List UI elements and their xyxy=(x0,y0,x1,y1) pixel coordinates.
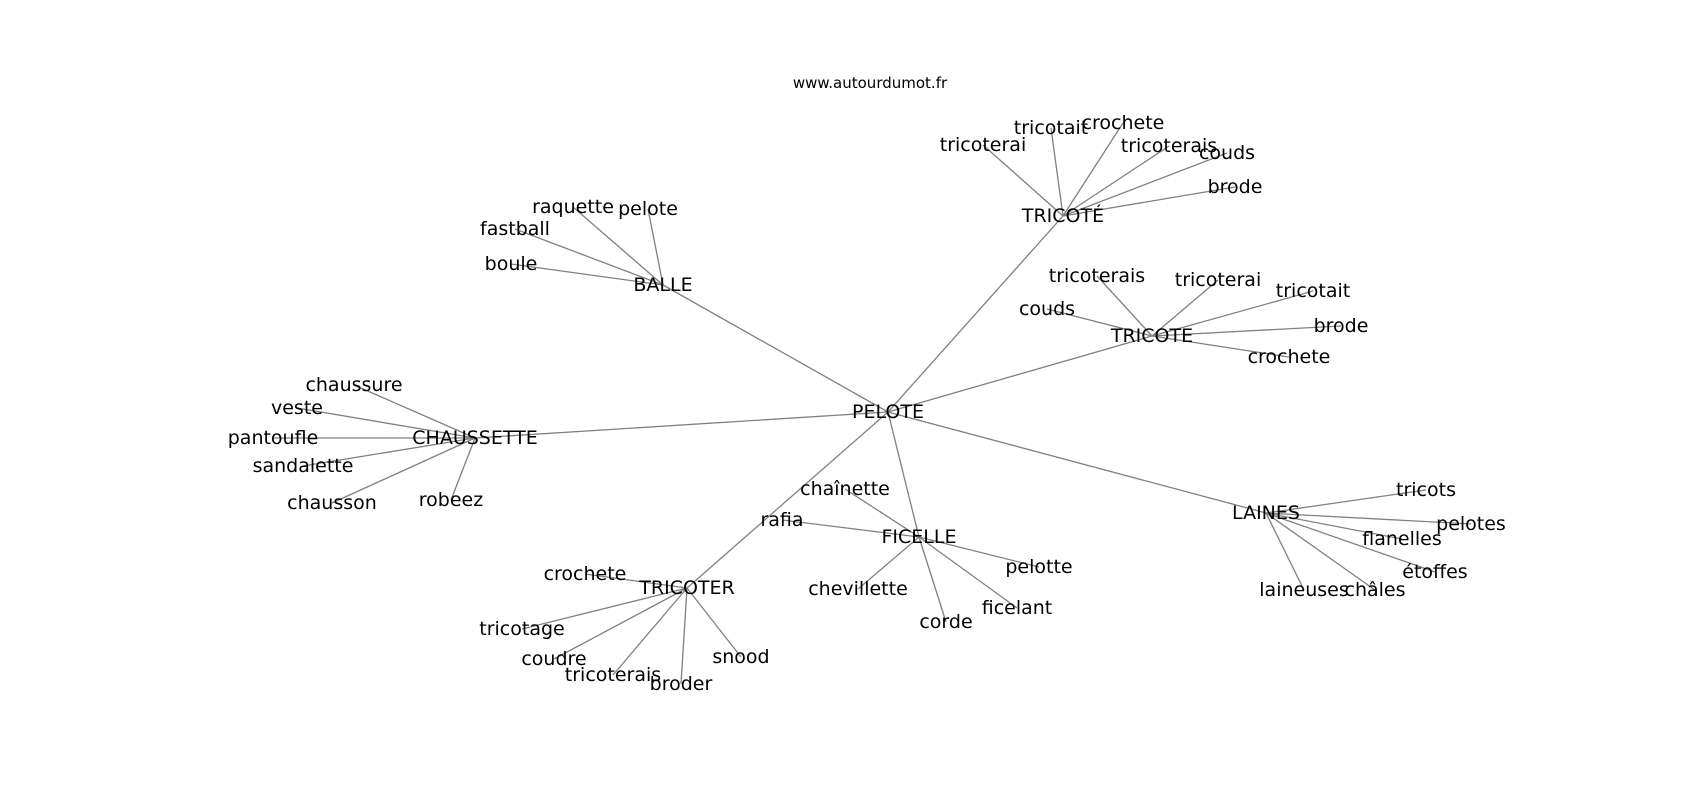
node-word-tricoter-snood[interactable]: snood xyxy=(712,646,769,668)
edge-tricoter-to-crochete xyxy=(584,573,688,589)
edge-center-to-balle xyxy=(662,284,889,413)
node-word-tricote-accent-tricotait[interactable]: tricotait xyxy=(1014,117,1088,139)
node-hub-tricoter[interactable]: TRICOTER xyxy=(638,577,734,599)
node-word-laines-laineuses[interactable]: laineuses xyxy=(1259,579,1348,601)
node-word-balle-fastball[interactable]: fastball xyxy=(480,218,550,240)
edge-laines-to-laineuses xyxy=(1265,512,1305,591)
edge-tricote-to-couds xyxy=(1046,308,1153,337)
edge-laines-to-flanelles xyxy=(1265,512,1403,540)
edge-tricoter-to-tricotage xyxy=(521,587,688,630)
graph-edges xyxy=(273,122,1472,685)
edge-balle-to-pelote xyxy=(647,208,664,286)
node-word-ficelle-chevillette[interactable]: chevillette xyxy=(808,578,908,600)
node-word-tricote-tricoterai[interactable]: tricoterai xyxy=(1175,269,1261,291)
node-center-pelote[interactable]: PELOTE xyxy=(852,401,924,423)
node-word-tricote-couds[interactable]: couds xyxy=(1019,298,1075,320)
node-hub-chaussette[interactable]: CHAUSSETTE xyxy=(412,427,537,449)
edge-tricoter-to-tricoterais xyxy=(612,587,688,676)
node-word-chaussette-chaussure[interactable]: chaussure xyxy=(305,374,402,396)
edge-tricote-accent-to-tricoterai xyxy=(982,144,1064,217)
node-word-chaussette-veste[interactable]: veste xyxy=(271,397,323,419)
edge-tricoter-to-snood xyxy=(686,587,742,658)
node-word-ficelle-ficelant[interactable]: ficelant xyxy=(982,597,1053,619)
edge-ficelle-to-rafia xyxy=(781,519,920,538)
edge-laines-to-tricots xyxy=(1265,489,1427,514)
edge-tricote-to-tricotait xyxy=(1151,290,1314,337)
edge-chaussette-to-robeez xyxy=(450,437,476,501)
edge-chaussette-to-veste xyxy=(296,407,476,439)
edge-center-to-tricote-accent xyxy=(887,215,1064,413)
edge-tricote-accent-to-tricoterais xyxy=(1062,145,1170,217)
node-hub-tricote[interactable]: TRICOTE xyxy=(1110,325,1193,347)
edge-balle-to-raquette xyxy=(572,206,664,286)
edge-tricote-to-tricoterai xyxy=(1151,279,1219,337)
edge-ficelle-to-corde xyxy=(918,536,947,623)
edge-tricote-to-brode xyxy=(1151,325,1342,337)
node-word-ficelle-pelotte[interactable]: pelotte xyxy=(1005,556,1072,578)
node-word-laines-pelotes[interactable]: pelotes xyxy=(1436,513,1506,535)
node-hub-tricote-accent[interactable]: TRICOTÉ xyxy=(1021,204,1104,227)
node-word-chaussette-chausson[interactable]: chausson xyxy=(287,492,377,514)
node-word-balle-boule[interactable]: boule xyxy=(485,253,538,275)
node-word-tricoter-coudre[interactable]: coudre xyxy=(521,648,586,670)
node-word-tricoter-tricoterais[interactable]: tricoterais xyxy=(565,664,661,686)
site-title: www.autourdumot.fr xyxy=(793,74,948,92)
edge-center-to-tricote xyxy=(887,335,1153,413)
node-word-laines-chales[interactable]: châles xyxy=(1345,579,1406,601)
node-word-tricoter-broder[interactable]: broder xyxy=(650,673,713,695)
edge-tricote-accent-to-couds xyxy=(1062,152,1228,217)
edge-center-to-laines xyxy=(887,411,1267,514)
node-word-tricote-accent-couds[interactable]: couds xyxy=(1199,142,1255,164)
node-word-laines-tricots[interactable]: tricots xyxy=(1396,479,1456,501)
node-word-tricoter-tricotage[interactable]: tricotage xyxy=(479,618,564,640)
node-word-tricote-tricoterais[interactable]: tricoterais xyxy=(1049,265,1145,287)
node-word-chaussette-robeez[interactable]: robeez xyxy=(419,489,483,511)
node-hub-laines[interactable]: LAINES xyxy=(1232,502,1300,524)
node-word-balle-pelote[interactable]: pelote xyxy=(618,198,678,220)
node-word-ficelle-rafia[interactable]: rafia xyxy=(760,509,803,531)
edge-center-to-tricoter xyxy=(686,411,889,589)
node-word-ficelle-chainette[interactable]: chaînette xyxy=(800,478,890,500)
edge-tricote-accent-to-tricotait xyxy=(1050,127,1064,217)
node-word-tricote-accent-crochete[interactable]: crochete xyxy=(1082,112,1165,134)
node-word-tricote-tricotait[interactable]: tricotait xyxy=(1276,280,1350,302)
edge-ficelle-to-chevillette xyxy=(857,536,920,590)
edge-laines-to-etoffes xyxy=(1265,512,1436,573)
edge-tricote-accent-to-brode xyxy=(1062,186,1236,217)
node-hub-ficelle[interactable]: FICELLE xyxy=(882,526,957,548)
node-word-laines-etoffes[interactable]: étoffes xyxy=(1402,561,1467,583)
node-word-tricote-brode[interactable]: brode xyxy=(1314,315,1369,337)
node-word-laines-flanelles[interactable]: flanelles xyxy=(1362,528,1442,550)
node-word-chaussette-sandalette[interactable]: sandalette xyxy=(253,455,354,477)
edge-tricote-accent-to-crochete xyxy=(1062,122,1124,217)
edge-ficelle-to-pelotte xyxy=(918,536,1040,568)
edge-center-to-chaussette xyxy=(474,411,889,439)
edge-tricoter-to-broder xyxy=(680,587,688,685)
edge-chaussette-to-sandalette xyxy=(302,437,476,467)
edge-laines-to-chales xyxy=(1265,512,1376,591)
edge-ficelle-to-chainette xyxy=(844,488,920,538)
edge-ficelle-to-ficelant xyxy=(918,536,1018,609)
edge-tricoter-to-coudre xyxy=(553,587,688,660)
edge-chaussette-to-chaussure xyxy=(353,384,476,439)
edge-balle-to-boule xyxy=(510,263,664,286)
node-word-balle-raquette[interactable]: raquette xyxy=(532,196,614,218)
edge-center-to-ficelle xyxy=(887,411,920,538)
edge-chaussette-to-chausson xyxy=(331,437,476,504)
edge-balle-to-fastball xyxy=(514,228,664,286)
node-word-ficelle-corde[interactable]: corde xyxy=(919,611,972,633)
edge-tricote-to-tricoterais xyxy=(1096,275,1153,337)
node-word-chaussette-pantoufle[interactable]: pantoufle xyxy=(228,427,319,449)
node-word-tricote-accent-tricoterai[interactable]: tricoterai xyxy=(940,134,1026,156)
node-word-tricote-crochete[interactable]: crochete xyxy=(1248,346,1331,368)
edge-laines-to-pelotes xyxy=(1265,512,1472,525)
node-word-tricoter-crochete[interactable]: crochete xyxy=(544,563,627,585)
node-word-tricote-accent-tricoterais[interactable]: tricoterais xyxy=(1121,135,1217,157)
edge-tricote-to-crochete xyxy=(1151,335,1290,358)
node-word-tricote-accent-brode[interactable]: brode xyxy=(1208,176,1263,198)
node-hub-balle[interactable]: BALLE xyxy=(633,274,692,296)
